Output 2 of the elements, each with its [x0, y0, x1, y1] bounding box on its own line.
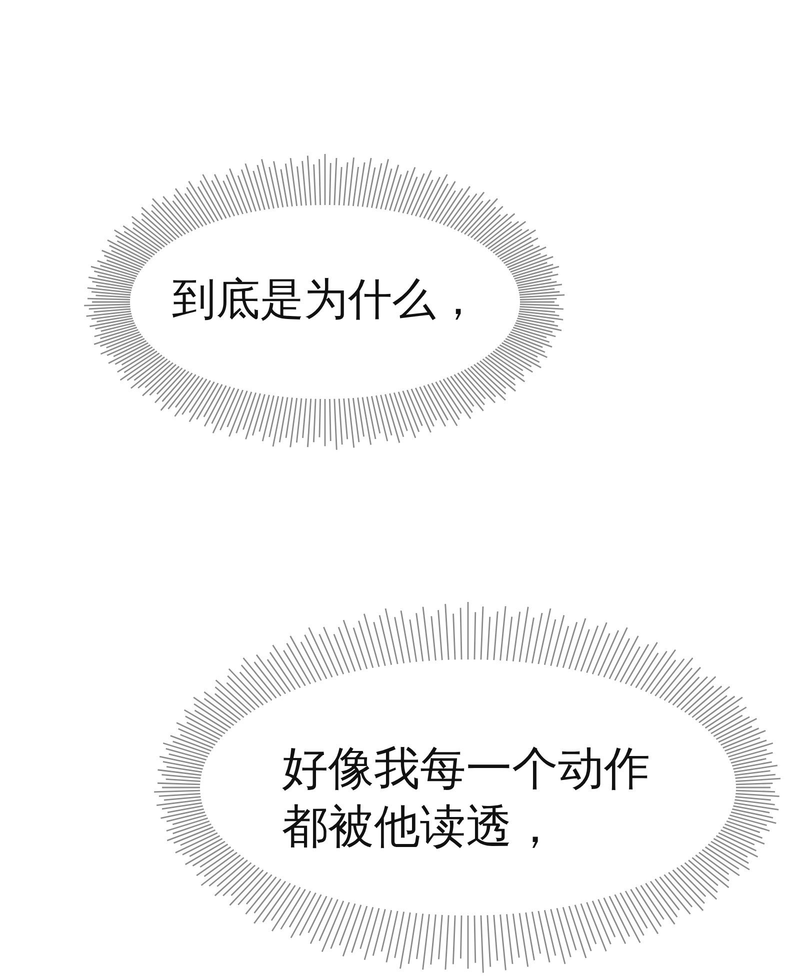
bubble-text: 好像我每一个动作都被他读透，	[282, 740, 651, 854]
bubble-text: 到底是为什么，	[172, 273, 481, 327]
